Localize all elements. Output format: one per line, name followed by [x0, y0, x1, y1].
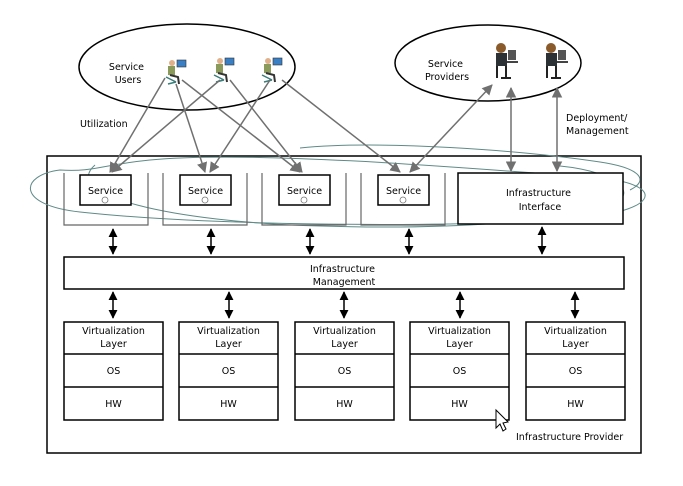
svg-text:OS: OS [569, 366, 583, 377]
svg-text:Service: Service [386, 186, 421, 197]
deployment-management-label: Deployment/ Management [566, 113, 630, 137]
svg-text:HW: HW [105, 399, 122, 410]
service-box[interactable]: Service [79, 174, 132, 206]
svg-text:HW: HW [451, 399, 468, 410]
svg-text:OS: OS [453, 366, 467, 377]
svg-text:Service: Service [188, 186, 223, 197]
utilization-label: Utilization [80, 119, 128, 130]
svg-text:Infrastructure Managemen: Infrastructure Management [310, 264, 378, 288]
seated-user-at-computer-icon [213, 57, 235, 83]
svg-text:HW: HW [336, 399, 353, 410]
service-box[interactable]: Service [278, 174, 331, 206]
layer-connection-arrows [108, 226, 580, 319]
svg-text:Infrastructure Interface: Infrastructure Interface [506, 188, 574, 213]
svg-text:HW: HW [220, 399, 237, 410]
svg-text:HW: HW [567, 399, 584, 410]
provider-at-workstation-icon [496, 43, 518, 79]
seated-user-at-computer-icon [261, 57, 283, 83]
svg-text:OS: OS [338, 366, 352, 377]
infrastructure-interface-box[interactable]: Infrastructure Interface [457, 172, 624, 225]
infrastructure-provider-label: Infrastructure Provider [516, 432, 623, 443]
service-box[interactable]: Service [179, 174, 232, 206]
seated-user-at-computer-icon [165, 59, 187, 85]
infrastructure-provider-boundary [46, 155, 642, 454]
svg-text:OS: OS [222, 366, 236, 377]
svg-text:Service: Service [287, 186, 322, 197]
provider-at-workstation-icon [546, 43, 568, 79]
service-users-ellipse [78, 23, 296, 111]
utilization-arrows [109, 77, 563, 173]
service-providers-label: Service Providers [425, 59, 469, 83]
svg-text:Service: Service [88, 186, 123, 197]
service-users-label: Service Users [109, 62, 147, 86]
service-box[interactable]: Service [377, 174, 430, 206]
service-slot [63, 173, 446, 226]
svg-text:OS: OS [107, 366, 121, 377]
infrastructure-management-box[interactable]: Infrastructure Management [63, 256, 625, 290]
mouse-pointer-icon [495, 408, 510, 432]
